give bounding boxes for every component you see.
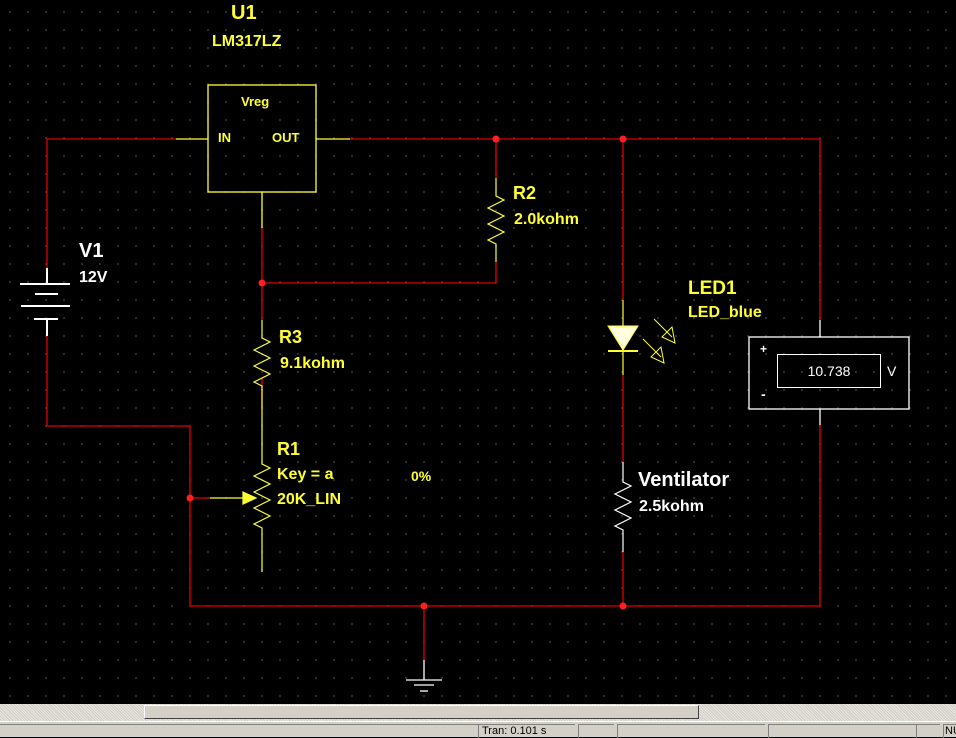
junction-dot — [186, 494, 194, 502]
voltmeter-plus-label: + — [760, 342, 768, 356]
r2-ref-label: R2 — [513, 183, 537, 203]
resistor-ventilator-icon[interactable] — [613, 462, 633, 552]
r2-value-label: 2.0kohm — [514, 211, 579, 228]
junction-dot — [258, 279, 266, 287]
u1-pin-out-label: OUT — [272, 130, 300, 145]
scrollbar-thumb[interactable] — [144, 705, 699, 719]
led1-model-label: LED_blue — [688, 304, 762, 321]
potentiometer-r1-icon[interactable] — [210, 408, 272, 572]
regulator-u1[interactable] — [176, 84, 350, 228]
voltmeter-unit-label: V — [887, 363, 897, 379]
resistor-r3-icon[interactable] — [252, 320, 272, 408]
status-pane-numlock: NU — [943, 724, 956, 738]
status-pane — [578, 724, 614, 738]
u1-ref-label: U1 — [231, 2, 257, 24]
voltmeter-reading: 10.738 — [777, 354, 881, 388]
r3-ref-label: R3 — [279, 327, 303, 347]
led-blue-icon[interactable] — [607, 300, 676, 375]
junction-dot — [619, 135, 627, 143]
status-pane — [0, 724, 478, 738]
wire-v1-top[interactable] — [46, 138, 176, 268]
wire-v1-bottom[interactable] — [46, 336, 821, 607]
resistor-r2-icon[interactable] — [486, 178, 506, 262]
schematic-drawing — [20, 84, 910, 692]
junction-dot — [492, 135, 500, 143]
wire-out-node[interactable] — [350, 138, 821, 320]
r1-ref-label: R1 — [277, 439, 301, 459]
junction-dot — [619, 602, 627, 610]
status-bar: Tran: 0.101 s NU — [0, 721, 956, 738]
status-pane — [916, 724, 940, 738]
r1-key-label: Key = a — [277, 466, 334, 483]
schematic-canvas[interactable]: U1 LM317LZ Vreg IN OUT V1 12V R2 2.0kohm… — [0, 0, 956, 704]
wire-r2-bottom[interactable] — [262, 262, 497, 284]
ventilator-ref-label: Ventilator — [638, 469, 730, 491]
status-pane-simulation-time: Tran: 0.101 s — [478, 724, 575, 738]
voltmeter-reading-value: 10.738 — [807, 363, 851, 379]
status-pane — [617, 724, 765, 738]
status-pane — [768, 724, 916, 738]
ventilator-value-label: 2.5kohm — [639, 498, 704, 515]
r1-setting-label[interactable]: 0% — [411, 468, 432, 484]
horizontal-scrollbar[interactable] — [0, 704, 956, 721]
r1-value-label: 20K_LIN — [277, 491, 342, 508]
v1-value-label: 12V — [79, 269, 108, 286]
led1-ref-label: LED1 — [688, 278, 737, 299]
u1-body-label: Vreg — [241, 94, 270, 109]
u1-model-label: LM317LZ — [212, 33, 282, 50]
voltmeter-icon[interactable] — [748, 320, 910, 425]
r3-value-label: 9.1kohm — [280, 355, 345, 372]
ground-icon — [406, 660, 442, 692]
battery-v1-icon[interactable] — [20, 268, 70, 336]
voltmeter-minus-label: - — [761, 386, 766, 402]
u1-pin-in-label: IN — [218, 130, 231, 145]
v1-ref-label: V1 — [79, 240, 104, 262]
junction-dot — [420, 602, 428, 610]
